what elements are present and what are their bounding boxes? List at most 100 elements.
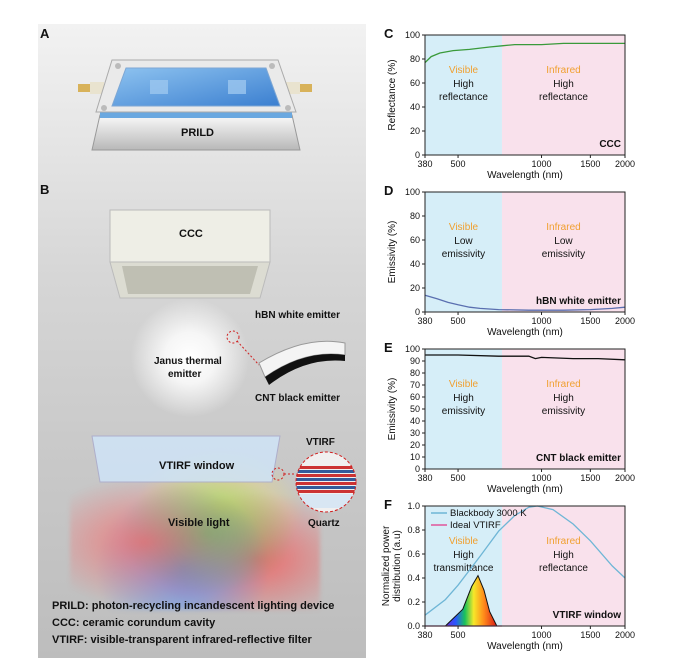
panel-e-letter: E [384,340,393,355]
series-line [424,42,625,64]
visible-band [425,35,502,155]
x-tick-label: 1000 [532,316,552,326]
legend-entry: Blackbody 3000 K [450,508,527,519]
visible-sub-1: High [453,550,474,561]
x-tick-label: 380 [417,316,432,326]
x-tick-label: 500 [451,473,466,483]
y-axis-label-2: distribution (a.u) [392,530,403,602]
janus-emitter-sheet [226,330,346,385]
y-tick-label: 40 [410,259,420,269]
panel-c-letter: C [384,26,394,41]
y-tick-label: 40 [410,102,420,112]
visible-sub-2: emissivity [442,406,485,417]
x-axis-label: Wavelength (nm) [487,484,563,495]
visible-sub-2: emissivity [442,249,485,260]
quartz-label: Quartz [308,518,340,529]
x-tick-label: 1500 [580,316,600,326]
x-tick-label: 2000 [615,316,635,326]
series-line [424,294,626,311]
infrared-sub-2: reflectance [539,92,588,103]
visible-title: Visible [449,222,479,233]
legend-prild: PRILD: photon-recycling incandescent lig… [52,600,335,612]
x-tick-label: 2000 [615,159,635,169]
infrared-sub-2: emissivity [542,406,585,417]
y-tick-label: 60 [410,235,420,245]
infrared-sub-1: High [553,393,574,404]
thermal-glow [130,298,250,418]
x-tick-label: 500 [451,159,466,169]
y-tick-label: 0 [415,464,420,474]
vtirf-window-label: VTIRF window [159,460,235,472]
y-tick-label: 60 [410,392,420,402]
right-terminal [300,84,312,92]
y-tick-label: 0.8 [407,525,420,535]
x-tick-label: 1000 [532,630,552,640]
infrared-band [501,192,625,312]
series-line [424,505,626,616]
panel-tag: CCC [599,139,621,150]
x-tick-label: 380 [417,473,432,483]
ccc-label: CCC [179,228,203,240]
infrared-band [501,506,625,626]
infrared-title: Infrared [546,65,580,76]
series-line [425,354,626,361]
x-axis-label: Wavelength (nm) [487,327,563,338]
cnt-label: CNT black emitter [255,393,341,404]
visible-spectrum-area [444,574,498,627]
y-tick-label: 0.4 [407,573,420,583]
y-tick-label: 80 [410,211,420,221]
y-tick-label: 20 [410,126,420,136]
y-tick-label: 60 [410,78,420,88]
y-tick-label: 80 [410,368,420,378]
y-tick-label: 0.0 [407,621,420,631]
hbn-label: hBN white emitter [255,310,341,321]
x-axis-label: Wavelength (nm) [487,170,563,181]
panel-b-letter: B [40,182,50,197]
visible-light-label: Visible light [168,517,230,529]
x-tick-label: 500 [451,630,466,640]
y-tick-label: 10 [410,452,420,462]
y-tick-label: 20 [410,440,420,450]
infrared-sub-1: High [553,79,574,90]
visible-title: Visible [449,536,479,547]
x-tick-label: 1000 [532,159,552,169]
legend-vtirf: VTIRF: visible-transparent infrared-refl… [52,634,312,646]
ccc-cavity [109,209,271,299]
infrared-band [501,35,625,155]
panel-tag: hBN white emitter [536,296,621,307]
y-tick-label: 20 [410,283,420,293]
y-tick-label: 80 [410,54,420,64]
janus-label-2: emitter [168,369,202,380]
y-tick-label: 0.2 [407,597,420,607]
vtirf-label: VTIRF [306,437,335,448]
y-tick-label: 100 [405,30,420,40]
prild-label: PRILD [181,127,214,139]
y-tick-label: 40 [410,416,420,426]
y-tick-label: 30 [410,428,420,438]
visible-band [425,349,502,469]
y-tick-label: 100 [405,344,420,354]
y-tick-label: 90 [410,356,420,366]
y-tick-label: 0 [415,150,420,160]
infrared-sub-1: High [553,550,574,561]
panel-tag: CNT black emitter [536,453,621,464]
legend-ccc: CCC: ceramic corundum cavity [52,617,216,629]
visible-sub-2: transmittance [433,563,493,574]
y-axis-label: Emissivity (%) [387,378,398,441]
infrared-title: Infrared [546,536,580,547]
x-tick-label: 1500 [580,473,600,483]
prild-device [78,59,312,151]
vtirf-layer-inset [271,451,357,513]
panel-a-letter: A [40,26,50,41]
y-axis-label-1: Normalized power [381,525,392,606]
visible-sub-1: High [453,393,474,404]
panel-tag: VTIRF window [553,610,622,621]
visible-sub-1: High [453,79,474,90]
visible-sub-1: Low [454,236,473,247]
legend-entry: Ideal VTIRF [450,520,501,531]
x-tick-label: 1000 [532,473,552,483]
y-axis-label: Reflectance (%) [387,59,398,130]
y-tick-label: 100 [405,187,420,197]
infrared-sub-2: emissivity [542,249,585,260]
